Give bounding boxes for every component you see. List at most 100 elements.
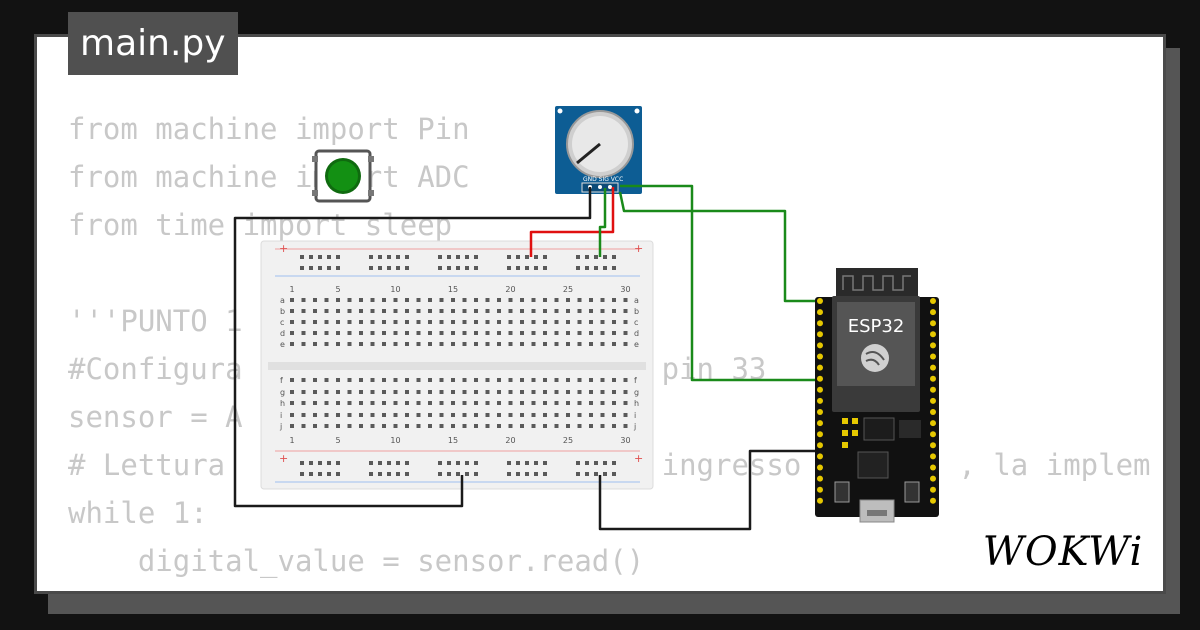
breadboard-hole[interactable] <box>405 390 409 394</box>
rail-hole[interactable] <box>447 255 451 259</box>
breadboard-hole[interactable] <box>462 401 467 405</box>
breadboard-hole[interactable] <box>520 378 524 382</box>
breadboard-hole[interactable] <box>439 390 444 394</box>
rail-hole[interactable] <box>378 255 382 259</box>
breadboard-hole[interactable] <box>370 342 375 346</box>
rail-hole[interactable] <box>378 266 382 270</box>
breadboard-hole[interactable] <box>566 331 570 335</box>
breadboard-hole[interactable] <box>531 413 536 417</box>
breadboard-hole[interactable] <box>600 413 605 417</box>
breadboard-hole[interactable] <box>313 413 317 417</box>
rail-hole[interactable] <box>318 266 322 270</box>
esp32-pin[interactable] <box>930 353 936 360</box>
breadboard-hole[interactable] <box>382 378 386 382</box>
breadboard-hole[interactable] <box>589 331 593 335</box>
wire-gnd[interactable] <box>233 187 592 508</box>
rail-hole[interactable] <box>534 472 538 476</box>
breadboard-hole[interactable] <box>577 413 582 417</box>
breadboard-hole[interactable] <box>474 401 478 405</box>
rail-hole[interactable] <box>300 461 304 465</box>
breadboard-hole[interactable] <box>439 331 444 335</box>
breadboard-hole[interactable] <box>428 424 432 428</box>
breadboard-hole[interactable] <box>313 401 317 405</box>
breadboard-hole[interactable] <box>623 401 628 405</box>
rail-hole[interactable] <box>309 266 313 270</box>
esp32-pin[interactable] <box>930 364 936 371</box>
rail-hole[interactable] <box>438 472 442 476</box>
breadboard-hole[interactable] <box>370 331 375 335</box>
breadboard-hole[interactable] <box>370 320 375 324</box>
breadboard-hole[interactable] <box>393 378 398 382</box>
breadboard-hole[interactable] <box>543 424 547 428</box>
rail-hole[interactable] <box>387 472 391 476</box>
breadboard-hole[interactable] <box>623 331 628 335</box>
esp32-pin[interactable] <box>930 453 936 460</box>
breadboard-hole[interactable] <box>313 298 317 302</box>
wire-vcc[interactable] <box>529 187 615 257</box>
breadboard-hole[interactable] <box>508 424 513 428</box>
breadboard-hole[interactable] <box>393 401 398 405</box>
rail-hole[interactable] <box>612 472 616 476</box>
breadboard-hole[interactable] <box>416 342 421 346</box>
esp32-pin[interactable] <box>930 420 936 427</box>
breadboard-hole[interactable] <box>451 331 455 335</box>
rail-hole[interactable] <box>525 472 529 476</box>
breadboard-hole[interactable] <box>577 401 582 405</box>
rail-hole[interactable] <box>507 255 511 259</box>
breadboard-hole[interactable] <box>451 378 455 382</box>
breadboard-hole[interactable] <box>520 342 524 346</box>
breadboard-hole[interactable] <box>543 298 547 302</box>
breadboard-hole[interactable] <box>393 331 398 335</box>
breadboard-hole[interactable] <box>612 320 616 324</box>
esp32-pin[interactable] <box>930 486 936 493</box>
rail-hole[interactable] <box>585 266 589 270</box>
breadboard-hole[interactable] <box>577 378 582 382</box>
breadboard-hole[interactable] <box>520 413 524 417</box>
breadboard-hole[interactable] <box>577 424 582 428</box>
breadboard-hole[interactable] <box>474 424 478 428</box>
breadboard-hole[interactable] <box>370 413 375 417</box>
breadboard-hole[interactable] <box>370 309 375 313</box>
breadboard-hole[interactable] <box>520 320 524 324</box>
breadboard-hole[interactable] <box>336 309 340 313</box>
breadboard-hole[interactable] <box>393 342 398 346</box>
esp32-pin[interactable] <box>817 497 823 504</box>
rail-hole[interactable] <box>612 461 616 465</box>
esp32-pins-right[interactable] <box>930 298 936 504</box>
breadboard-hole[interactable] <box>416 320 421 324</box>
breadboard-hole[interactable] <box>301 378 306 382</box>
breadboard-hole[interactable] <box>508 390 513 394</box>
breadboard-hole[interactable] <box>301 342 306 346</box>
breadboard-hole[interactable] <box>531 378 536 382</box>
breadboard-hole[interactable] <box>347 401 352 405</box>
breadboard-hole[interactable] <box>474 331 478 335</box>
breadboard-hole[interactable] <box>577 309 582 313</box>
breadboard-hole[interactable] <box>347 342 352 346</box>
breadboard-hole[interactable] <box>301 413 306 417</box>
breadboard-hole[interactable] <box>405 309 409 313</box>
esp32-pin[interactable] <box>817 409 823 415</box>
breadboard-hole[interactable] <box>612 378 616 382</box>
rail-hole[interactable] <box>612 266 616 270</box>
breadboard-hole[interactable] <box>290 298 294 302</box>
breadboard-hole[interactable] <box>508 378 513 382</box>
breadboard-hole[interactable] <box>497 413 501 417</box>
rail-hole[interactable] <box>474 461 478 465</box>
breadboard-hole[interactable] <box>301 424 306 428</box>
breadboard-hole[interactable] <box>543 320 547 324</box>
breadboard-hole[interactable] <box>497 331 501 335</box>
breadboard-hole[interactable] <box>393 390 398 394</box>
rail-hole[interactable] <box>603 266 607 270</box>
breadboard-hole[interactable] <box>577 298 582 302</box>
breadboard-hole[interactable] <box>497 309 501 313</box>
breadboard-hole[interactable] <box>370 298 375 302</box>
breadboard-hole[interactable] <box>485 320 490 324</box>
rail-hole[interactable] <box>438 255 442 259</box>
esp32-pin[interactable] <box>930 397 936 404</box>
breadboard-hole[interactable] <box>439 424 444 428</box>
breadboard-hole[interactable] <box>577 331 582 335</box>
rail-hole[interactable] <box>603 472 607 476</box>
wire-pot-esp32[interactable] <box>620 184 820 382</box>
rail-hole[interactable] <box>369 266 373 270</box>
breadboard-hole[interactable] <box>508 309 513 313</box>
